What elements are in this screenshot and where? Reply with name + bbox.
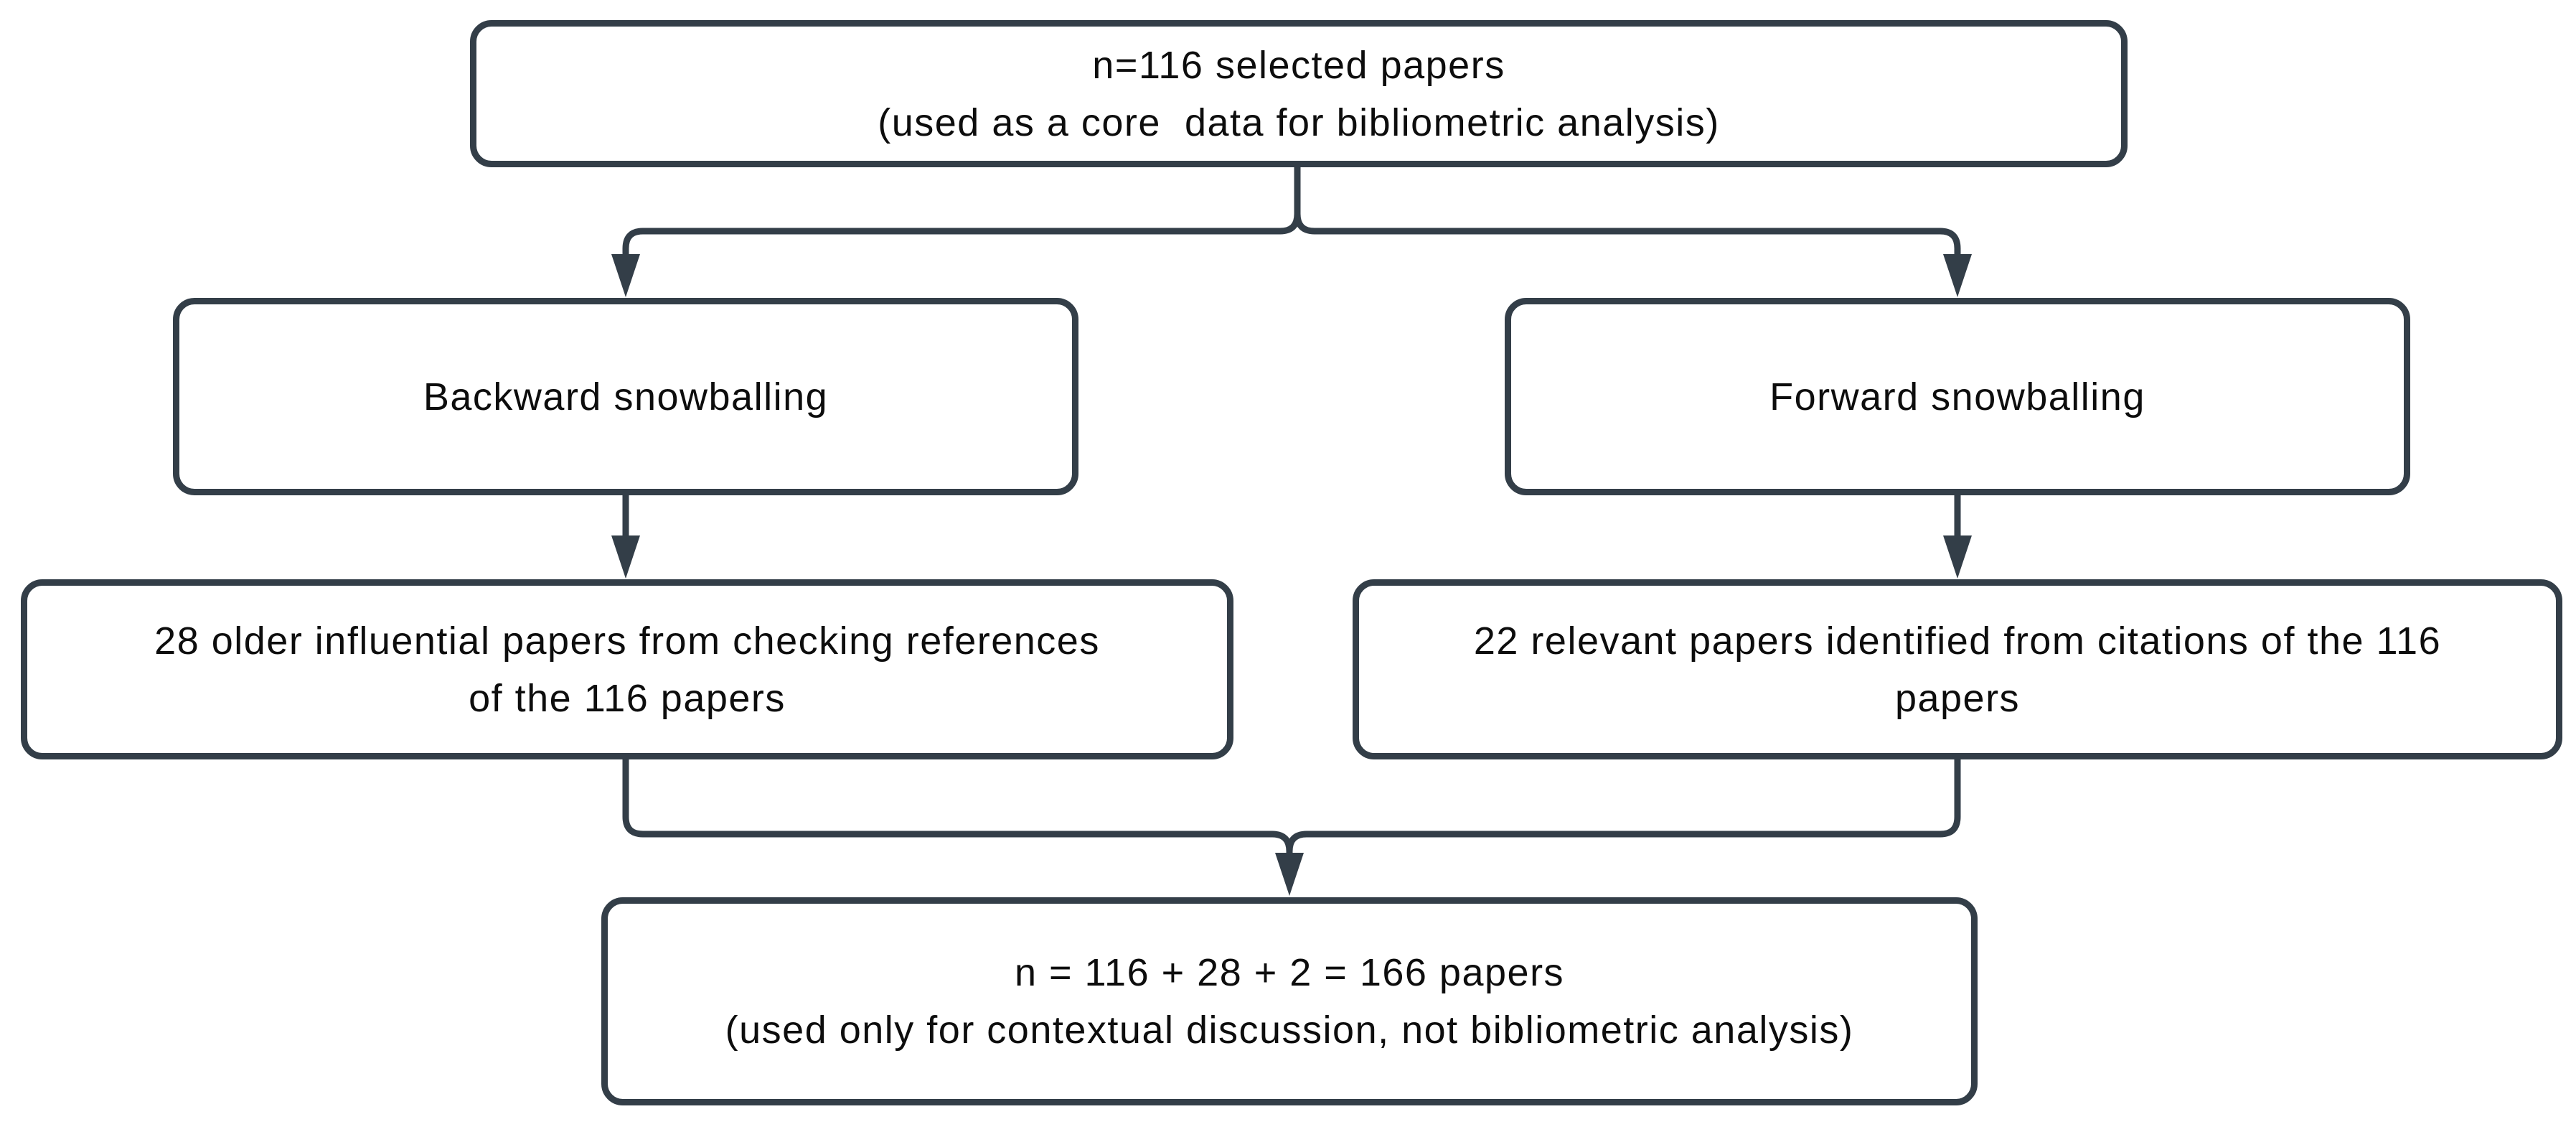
total-papers-count-text: n = 116 + 28 + 2 = 166 papers <box>1014 951 1565 994</box>
box-backward-snowballing: Backward snowballing <box>173 298 1078 495</box>
connector-forward-down <box>1943 494 1972 579</box>
box-forward-result: 22 relevant papers identified from citat… <box>1353 579 2562 759</box>
box-total-papers: n = 116 + 28 + 2 = 166 papers (used only… <box>601 897 1978 1105</box>
box-backward-result: 28 older influential papers from checkin… <box>21 579 1233 759</box>
forward-result-text-line1: 22 relevant papers identified from citat… <box>1473 619 2442 663</box>
connector-backward-down <box>611 494 640 579</box>
arrowhead-forward-snowballing <box>1943 254 1972 297</box>
arrowhead-forward-result <box>1943 535 1972 579</box>
connector-split-backward <box>611 166 1301 297</box>
selected-papers-note-text: (used as a core data for bibliometric an… <box>878 100 1720 144</box>
connector-split-backward-path <box>622 166 1301 257</box>
backward-result-text-line1: 28 older influential papers from checkin… <box>154 619 1100 663</box>
box-selected-papers: n=116 selected papers (used as a core da… <box>470 20 2128 167</box>
arrowhead-backward-result <box>611 535 640 579</box>
selected-papers-count-text: n=116 selected papers <box>1092 43 1505 87</box>
connector-merge-left-path <box>622 758 1293 856</box>
backward-snowballing-label: Backward snowballing <box>423 375 829 418</box>
connector-split-forward-path <box>1294 166 1961 257</box>
connector-merge <box>622 758 1961 896</box>
box-forward-snowballing: Forward snowballing <box>1505 298 2410 495</box>
forward-snowballing-label: Forward snowballing <box>1769 375 2145 418</box>
arrowhead-backward-snowballing <box>611 254 640 297</box>
connector-merge-right-path <box>1286 758 1961 856</box>
total-papers-note-text: (used only for contextual discussion, no… <box>725 1009 1854 1052</box>
arrowhead-total <box>1275 853 1304 896</box>
forward-result-text-line2: papers <box>1894 676 2021 720</box>
backward-result-text-line2: of the 116 papers <box>469 676 786 720</box>
connector-split-forward <box>1294 166 1972 297</box>
